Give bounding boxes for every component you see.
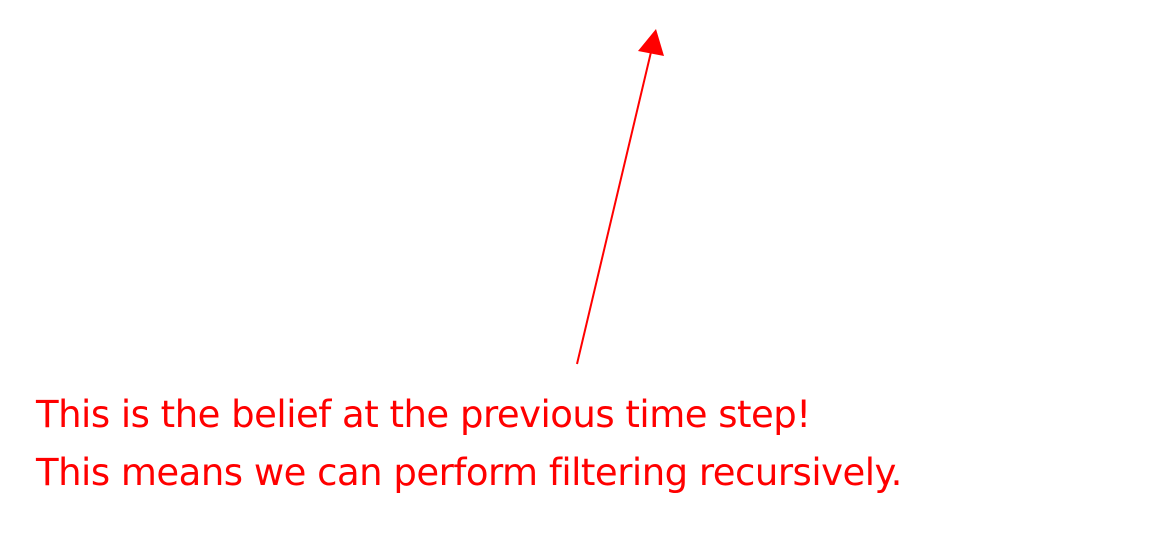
annotation-line-1: This is the belief at the previous time … <box>36 393 811 436</box>
annotation-line-2: This means we can perform filtering recu… <box>36 451 902 494</box>
arrow-head <box>638 29 664 56</box>
annotation-text: This is the belief at the previous time … <box>36 386 902 502</box>
arrow-shaft <box>576 51 652 365</box>
